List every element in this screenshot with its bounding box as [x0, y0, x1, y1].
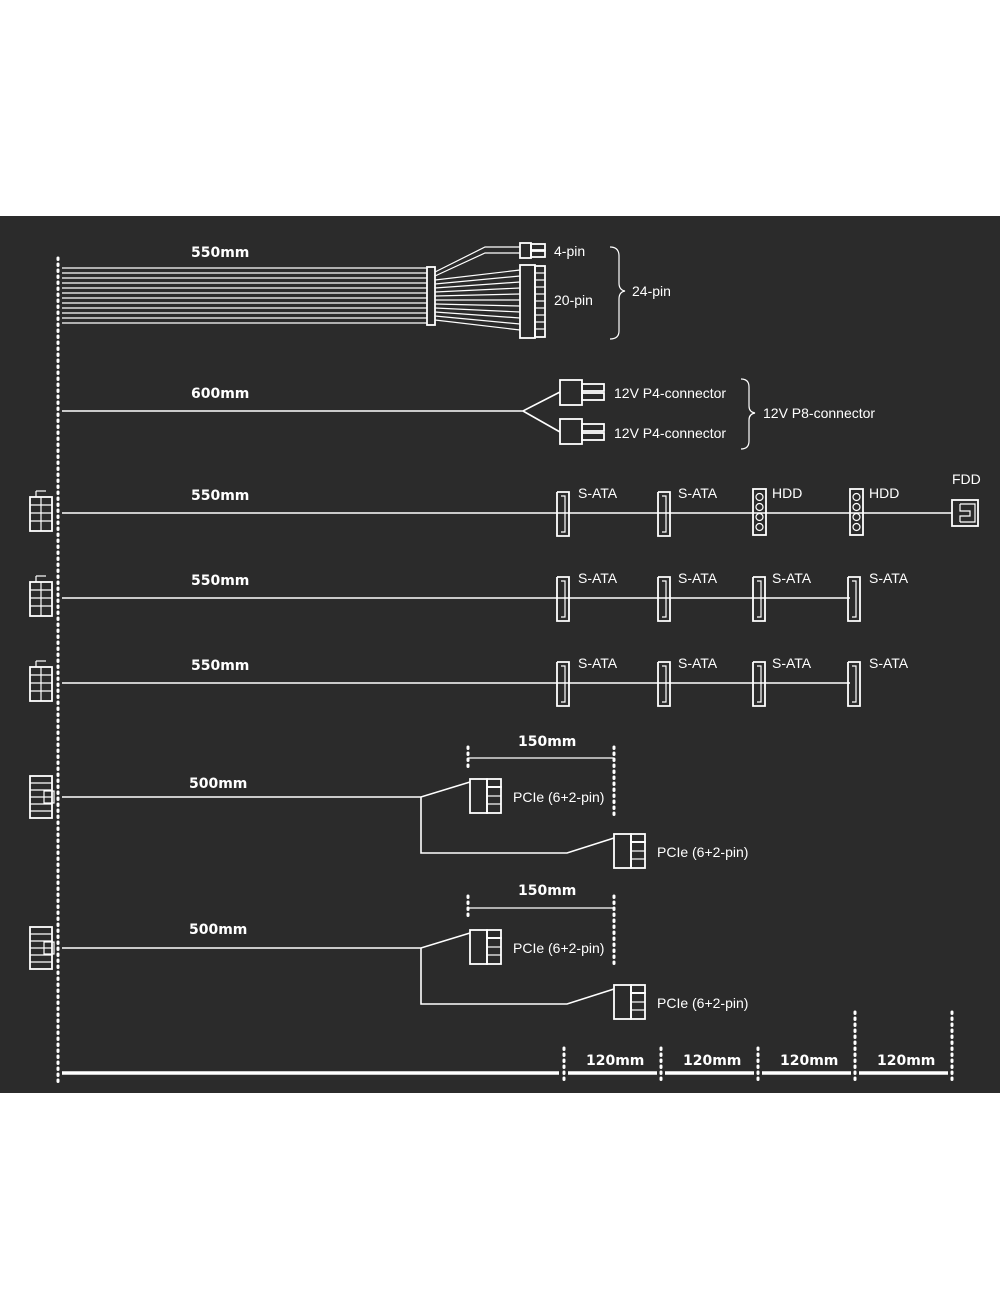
scale-segment-label: 120mm	[877, 1053, 935, 1069]
sata-label: S-ATA	[578, 655, 618, 671]
eps-p8-brace	[740, 378, 756, 450]
psu-plug-3	[29, 660, 53, 702]
sata-2-length-label: 550mm	[191, 573, 249, 589]
pcie-connector	[613, 984, 646, 1020]
eps-p4-connector-top	[559, 379, 605, 406]
fdd-label: FDD	[952, 471, 981, 487]
fdd-connector	[951, 499, 979, 527]
eps-wire	[62, 391, 561, 433]
eps-p4-connector-bottom	[559, 418, 605, 445]
sata-cable-3: 550mm S-ATA S-ATA S-ATA S-ATA	[29, 655, 909, 707]
atx-length-label: 550mm	[191, 245, 249, 261]
scale-segment-label: 120mm	[683, 1053, 741, 1069]
psu-plug-pcie-1	[29, 775, 55, 819]
sata-connector	[657, 576, 671, 622]
length-scale: 120mm 120mm 120mm 120mm	[62, 1010, 954, 1082]
pcie-connector	[613, 833, 646, 869]
pcie-connector	[469, 929, 502, 965]
eps-cable: 600mm 12V P4-connector 12V P4-connector …	[62, 378, 875, 450]
sata-connector	[752, 576, 766, 622]
hdd-label: HDD	[869, 485, 899, 501]
pcie-2-wire	[62, 932, 615, 1005]
pcie-1-spacing-label: 150mm	[518, 734, 576, 750]
sata-label: S-ATA	[678, 570, 718, 586]
sata-connector	[847, 661, 861, 707]
sata-connector	[556, 491, 570, 537]
sata-connector	[657, 491, 671, 537]
sata-label: S-ATA	[772, 655, 812, 671]
hdd-label: HDD	[772, 485, 802, 501]
sata-label: S-ATA	[772, 570, 812, 586]
eps-p4-bottom-label: 12V P4-connector	[614, 425, 726, 441]
sata-connector	[556, 661, 570, 707]
eps-p8-label: 12V P8-connector	[763, 405, 875, 421]
sata-label: S-ATA	[869, 655, 909, 671]
eps-p4-top-label: 12V P4-connector	[614, 385, 726, 401]
peripheral-cable-1: 550mm S-ATA S-ATA HDD HDD	[29, 471, 981, 537]
atx-24pin-brace	[609, 246, 626, 340]
pcie-2-spacing-label: 150mm	[518, 883, 576, 899]
pcie-label: PCIe (6+2-pin)	[657, 995, 748, 1011]
atx-4pin-label: 4-pin	[554, 243, 585, 259]
sata-3-length-label: 550mm	[191, 658, 249, 674]
diagram-panel	[0, 216, 1000, 1093]
sata-label: S-ATA	[578, 570, 618, 586]
sata-label: S-ATA	[578, 485, 618, 501]
atx-fanout-wires	[434, 246, 521, 331]
atx-20pin-label: 20-pin	[554, 292, 593, 308]
atx-wire-bundle	[62, 267, 427, 324]
sata-connector	[657, 661, 671, 707]
atx-24pin-label: 24-pin	[632, 283, 671, 299]
sata-label: S-ATA	[869, 570, 909, 586]
psu-plug-1	[29, 490, 53, 532]
molex-hdd-connector	[849, 488, 864, 536]
pcie-1-wire	[62, 781, 615, 854]
pcie-label: PCIe (6+2-pin)	[513, 789, 604, 805]
sata-connector	[847, 576, 861, 622]
sata-cable-2: 550mm S-ATA S-ATA S-ATA S-ATA	[29, 570, 909, 622]
scale-segment-label: 120mm	[586, 1053, 644, 1069]
eps-length-label: 600mm	[191, 386, 249, 402]
sata-connector	[752, 661, 766, 707]
atx-4pin-connector	[519, 242, 546, 259]
pcie-2-length-label: 500mm	[189, 922, 247, 938]
pcie-label: PCIe (6+2-pin)	[657, 844, 748, 860]
psu-plug-2	[29, 575, 53, 617]
pcie-connector	[469, 778, 502, 814]
sata-label: S-ATA	[678, 485, 718, 501]
psu-plug-pcie-2	[29, 926, 55, 970]
atx-cable: 550mm	[62, 242, 671, 340]
scale-segment-label: 120mm	[780, 1053, 838, 1069]
molex-hdd-connector	[752, 488, 767, 536]
sata-label: S-ATA	[678, 655, 718, 671]
pcie-label: PCIe (6+2-pin)	[513, 940, 604, 956]
pcie-cable-2: 500mm 150mm PCIe (6+2-pin) PCIe (6+2-pin…	[29, 883, 748, 1020]
sata-connector	[556, 576, 570, 622]
pcie-1-length-label: 500mm	[189, 776, 247, 792]
pcie-cable-1: 500mm 150mm PCIe (6+2-pin) PCIe (6+2-pin…	[29, 734, 748, 869]
peripheral-1-length-label: 550mm	[191, 488, 249, 504]
atx-20pin-connector	[519, 264, 546, 339]
